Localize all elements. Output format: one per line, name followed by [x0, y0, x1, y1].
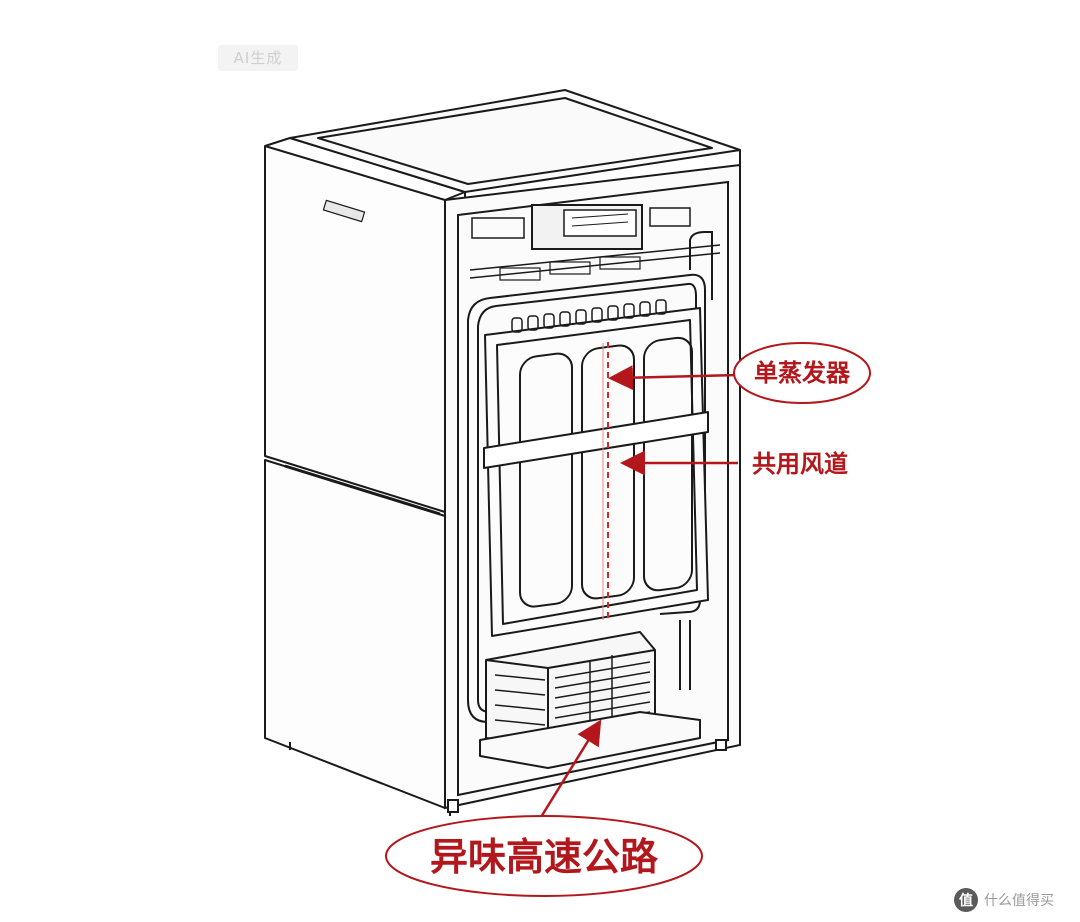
fridge-doors — [264, 137, 466, 816]
door-handle — [284, 464, 441, 516]
evaporator — [483, 299, 709, 637]
fridge-top — [289, 89, 741, 205]
lower-door — [264, 459, 446, 809]
ai-generated-badge: AI生成 — [218, 45, 298, 71]
shared-duct-label: 共用风道 — [752, 450, 848, 478]
evaporator-label: 单蒸发器 — [754, 359, 850, 387]
brand-plate — [322, 199, 366, 223]
evaporator-callout-oval — [733, 342, 871, 404]
watermark-text: 什么值得买 — [984, 893, 1054, 909]
duct-band — [483, 411, 709, 469]
odor-highway-arrow — [536, 719, 602, 823]
upper-door — [264, 145, 446, 513]
evaporator-arrow — [608, 365, 739, 391]
odor-highway-callout-oval — [385, 815, 703, 897]
site-watermark: 值 什么值得买 — [954, 886, 1054, 914]
site-logo-icon: 值 — [954, 888, 978, 912]
odor-highway-label: 异味高速公路 — [429, 835, 658, 879]
evaporator-tubes — [511, 299, 667, 333]
fridge-feet — [447, 739, 727, 813]
